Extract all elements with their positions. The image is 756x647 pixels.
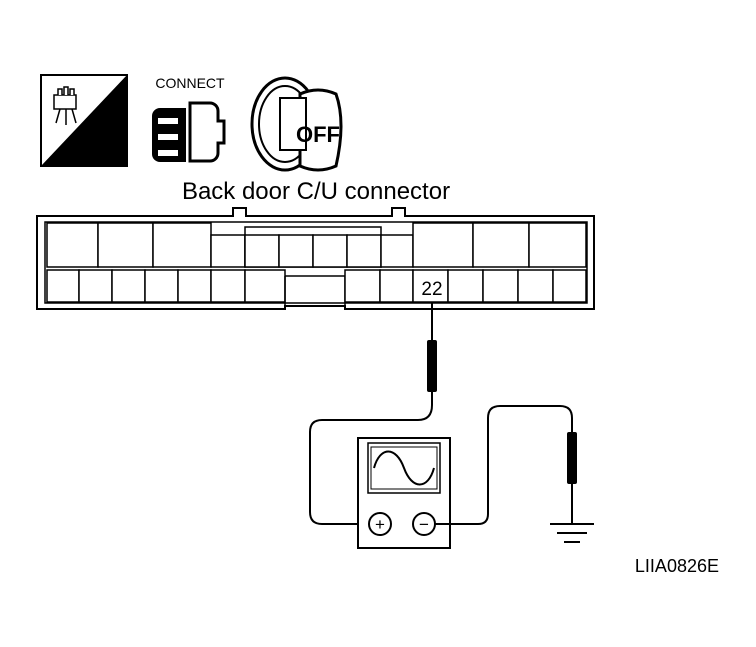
meter-plus-terminal: + [368, 512, 392, 536]
ignition-off-icon: OFF [250, 76, 343, 172]
back-door-cu-connector [36, 207, 595, 310]
connect-icon: CONNECT [152, 75, 226, 163]
meter-minus-terminal: − [412, 512, 436, 536]
sine-wave-icon [373, 450, 435, 486]
ground-probe [567, 432, 577, 524]
plus-symbol: + [375, 515, 385, 534]
connect-label: CONNECT [155, 75, 225, 91]
ignition-off-label: OFF [296, 122, 340, 147]
negative-lead-wire [435, 405, 573, 525]
positive-lead-wire [309, 404, 433, 525]
ground-icon [550, 523, 594, 543]
harness-side-icon: H.S. [40, 74, 128, 167]
connector-title: Back door C/U connector [182, 178, 450, 205]
hs-label: H.S. [79, 143, 118, 165]
minus-symbol: − [419, 515, 429, 534]
positive-probe [427, 302, 437, 405]
figure-code: LIIA0826E [635, 556, 719, 576]
oscilloscope-meter: + − [357, 437, 451, 549]
terminal-22-cavity [412, 269, 449, 303]
terminal-number: 22 [421, 279, 442, 300]
